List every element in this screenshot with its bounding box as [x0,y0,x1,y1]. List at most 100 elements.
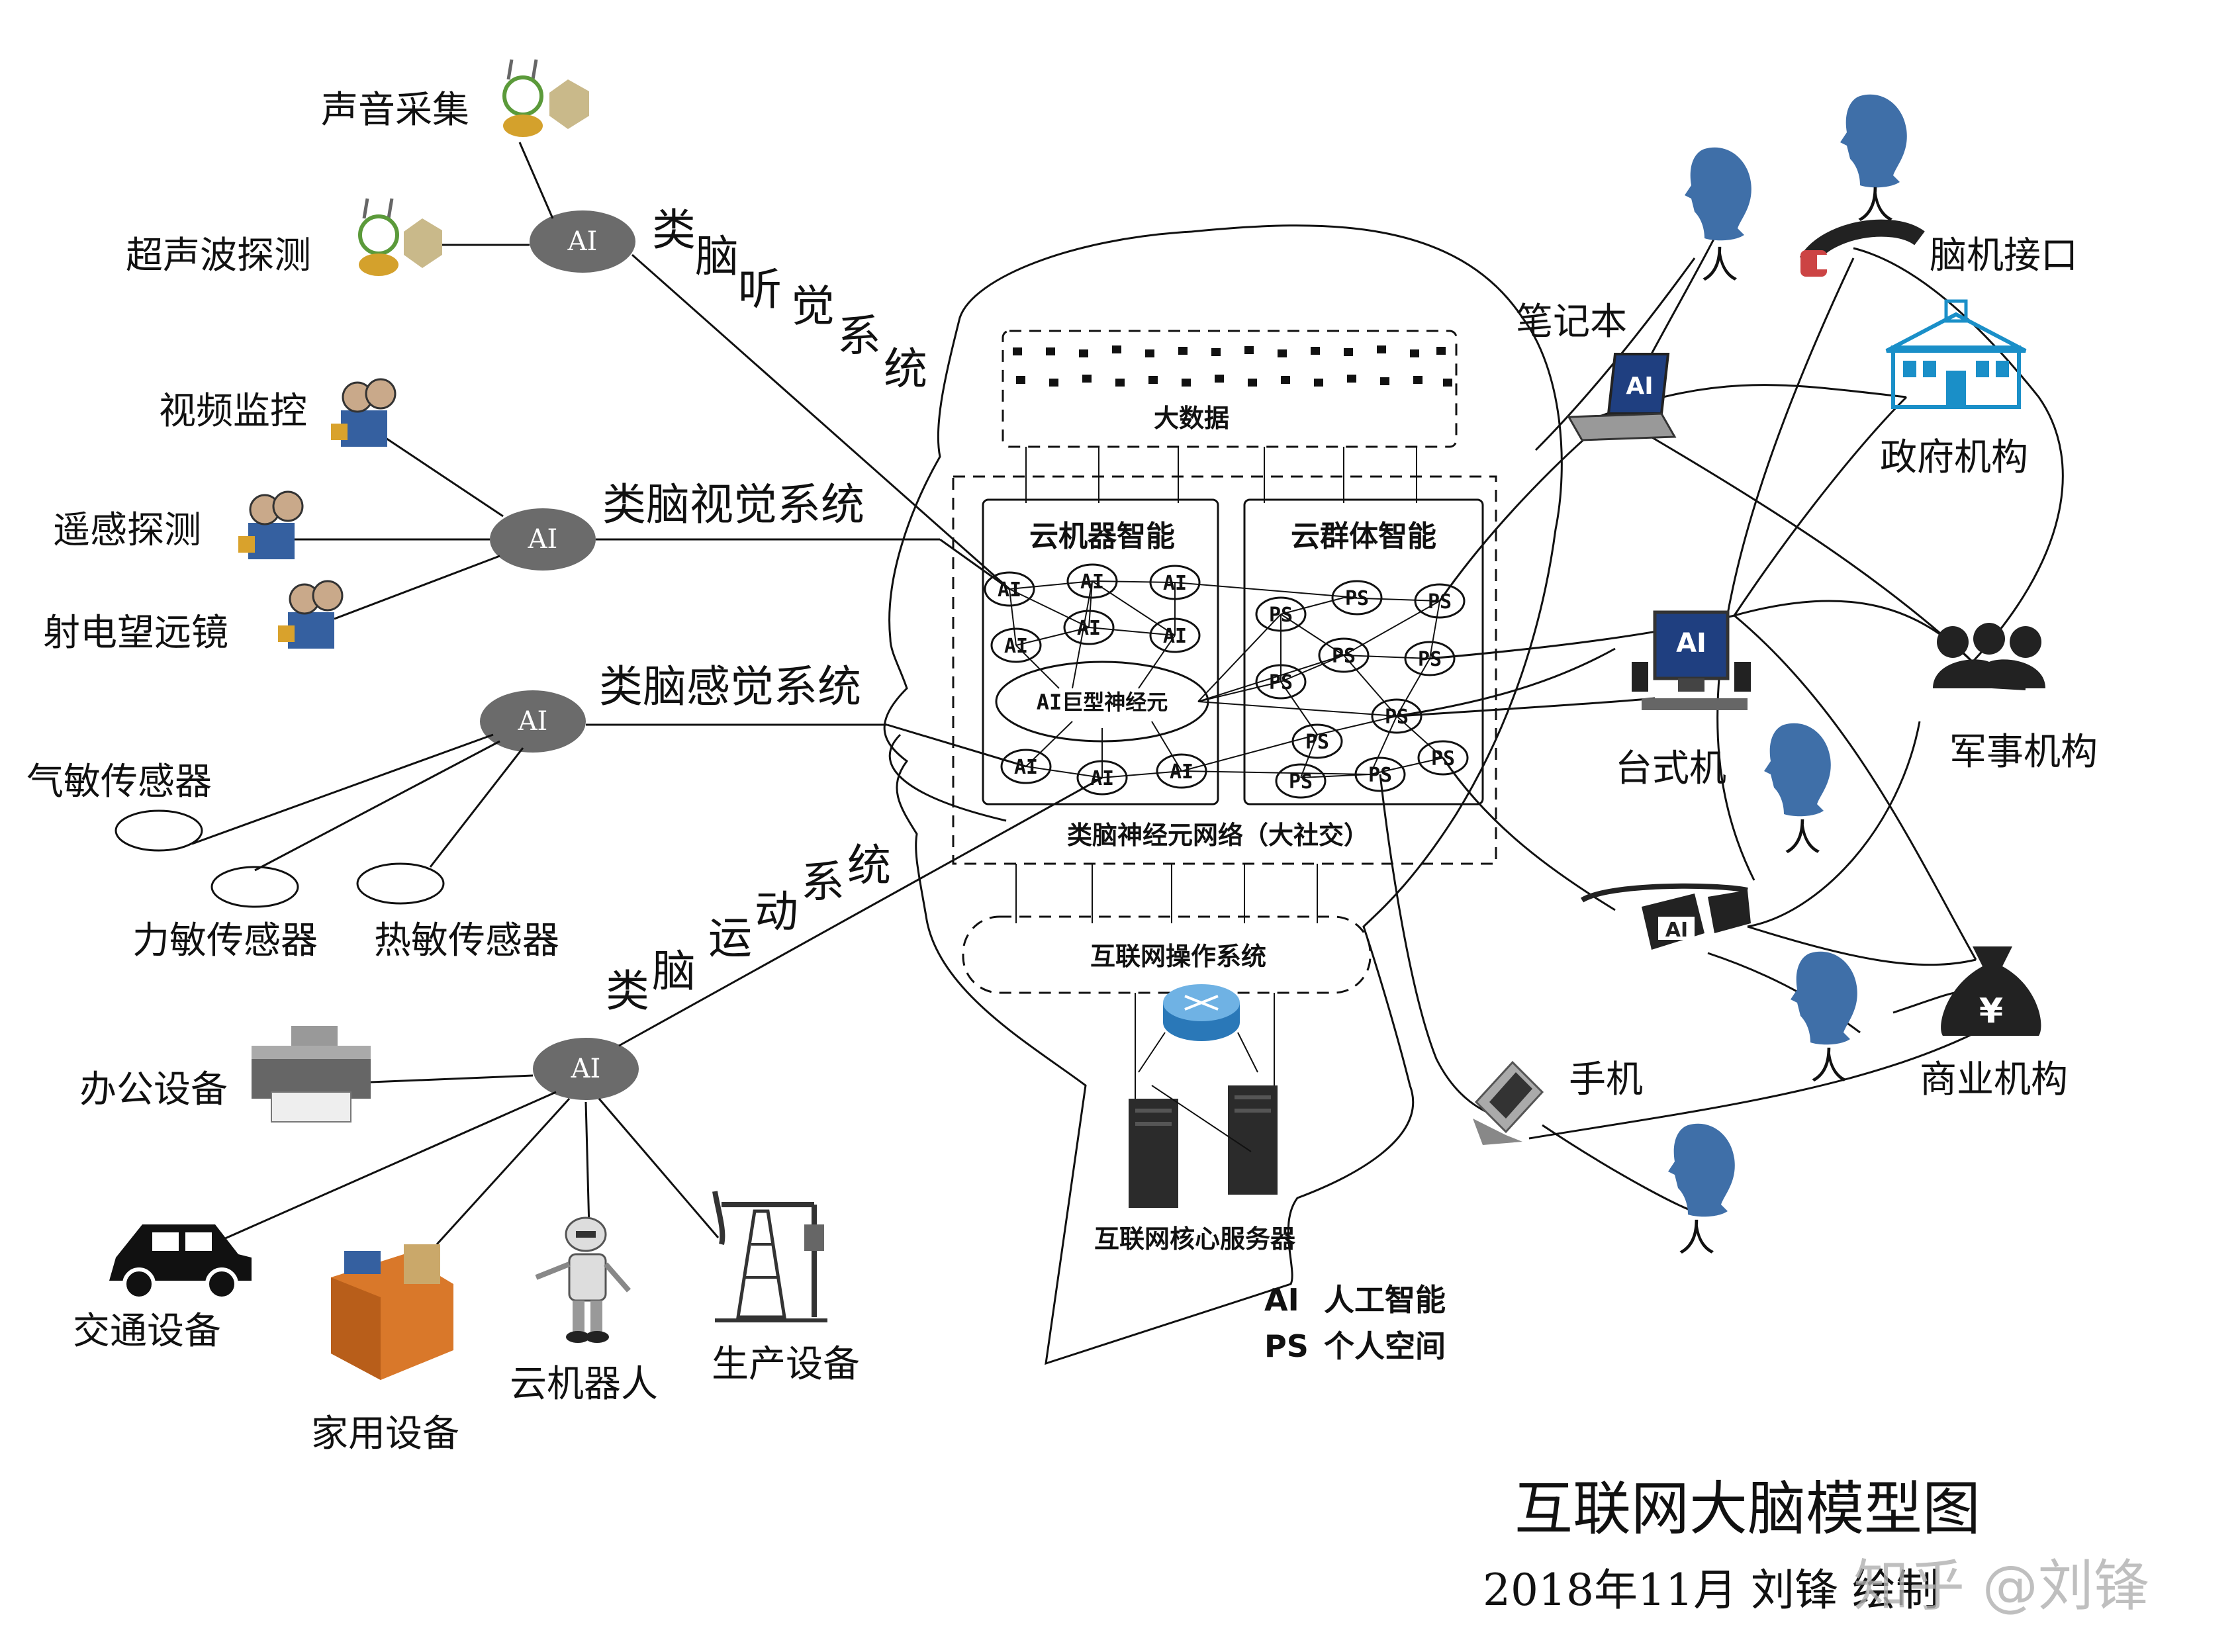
svg-text:类: 类 [652,205,696,255]
person-icon [1668,1123,1735,1217]
ai-node: AI [1000,749,1052,784]
svg-text:AI: AI [1080,571,1104,594]
servers-label: 互联网核心服务器 [1094,1224,1296,1254]
footer-title: 互联网大脑模型图 [1515,1475,1981,1543]
neuron-edges [1009,580,1444,778]
svg-text:觉: 觉 [791,281,835,332]
vision-hub: AI [490,508,596,571]
svg-text:听: 听 [738,264,782,315]
person-label: 人 [1810,1045,1847,1088]
home-label: 家用设备 [311,1412,459,1455]
robot-icon [535,1216,631,1343]
svg-text:AI: AI [1626,373,1653,400]
hearing-hub: AI [530,210,635,273]
production-label: 生产设备 [712,1343,860,1386]
ps-node: PS [1255,596,1307,632]
head-outline [883,224,1563,1365]
svg-text:运: 运 [708,913,752,964]
ps-node: PS [1331,580,1383,616]
video-label: 视频监控 [159,390,307,433]
heat-label: 热敏传感器 [374,919,559,962]
remote-sensing-icon [238,490,304,559]
svg-text:¥: ¥ [1979,991,2003,1031]
ps-node: PS [1291,723,1343,759]
feeling-hub: AI [480,690,586,753]
military-icon [1933,623,2045,690]
person-icon [1685,147,1751,241]
big-data-label: 大数据 [1154,404,1229,433]
router-icon [1163,984,1240,1041]
traffic-label: 交通设备 [73,1310,221,1353]
svg-text:AI: AI [518,706,548,737]
ai-glasses-icon: AI [1580,883,1751,950]
svg-text:PS: PS [1289,770,1313,794]
bci-headset-icon [1799,219,1925,277]
phone-label: 手机 [1569,1058,1643,1101]
svg-text:AI: AI [1014,756,1038,779]
svg-text:AI: AI [1004,635,1028,658]
server-icon [1228,1085,1278,1195]
gas-label: 气敏传感器 [26,760,212,803]
heat-sensor-shape [356,862,445,905]
neuron-network-label: 类脑神经元网络（大社交） [1067,821,1369,850]
sound-label: 声音采集 [321,89,469,132]
svg-text:PS: PS [1428,590,1452,614]
svg-text:动: 动 [755,886,798,937]
ps-node: PS [1414,583,1466,619]
car-icon [109,1224,252,1301]
robot-label: 云机器人 [510,1363,658,1406]
ultrasound-sensor-icon [358,198,442,276]
svg-text:AI: AI [1264,1282,1299,1318]
desktop-icon: AI [1632,610,1751,710]
svg-text:PS: PS [1269,671,1293,694]
ai-node: AI [1063,610,1115,645]
svg-text:AI: AI [1163,625,1187,648]
server-icon [1129,1099,1178,1208]
person-icon [1791,951,1857,1045]
gov-label: 政府机构 [1880,436,2028,479]
vision-system-label: 类脑视觉系统 [602,479,864,530]
ai-node: AI [990,627,1042,663]
svg-text:AI: AI [1676,628,1706,659]
right-connections [888,224,2064,1213]
cloud-machine-title: 云机器智能 [1029,520,1175,553]
internet-os-label: 互联网操作系统 [1090,942,1266,971]
motion-hub: AI [533,1038,639,1100]
svg-text:AI: AI [1077,617,1101,640]
ps-node: PS [1318,637,1370,673]
svg-text:统: 统 [884,344,927,394]
svg-text:AI: AI [1665,919,1688,942]
svg-text:PS: PS [1345,587,1369,610]
person-label: 人 [1784,817,1821,860]
motion-system-label: 类 脑 运 动 系 统 [606,840,891,1017]
svg-text:PS: PS [1418,648,1442,671]
svg-text:个人空间: 个人空间 [1324,1328,1446,1364]
gas-sensor-shape [115,809,203,852]
neuron-network-box [952,475,1497,865]
military-label: 军事机构 [1949,731,2098,774]
laptop-icon: AI [1567,353,1677,441]
svg-text:AI巨型神经元: AI巨型神经元 [1037,690,1168,715]
svg-text:系: 系 [801,856,845,907]
big-data-box [1002,330,1458,448]
ps-node: PS [1404,641,1456,676]
cloud-machine-box [982,498,1219,805]
giant-neuron: AI巨型神经元 [995,661,1209,743]
svg-text:AI: AI [1163,572,1187,595]
ai-node: AI [1156,753,1207,789]
ps-node: PS [1371,698,1423,734]
svg-text:PS: PS [1264,1328,1309,1364]
ai-node: AI [1066,563,1118,599]
svg-text:PS: PS [1305,731,1329,754]
force-sensor-shape [210,866,299,908]
svg-text:脑: 脑 [652,946,696,997]
legend: AI 人工智能 PS 个人空间 [1264,1282,1446,1364]
office-label: 办公设备 [79,1068,228,1111]
printer-icon [252,1026,371,1123]
svg-text:类: 类 [606,966,649,1017]
big-data-connectors [1025,447,1417,503]
commerce-label: 商业机构 [1920,1058,2068,1101]
phone-icon [1473,1060,1544,1145]
oil-pump-icon [712,1191,827,1322]
footer-credit: 2018年11月 刘锋 绘制 [1483,1565,1939,1616]
